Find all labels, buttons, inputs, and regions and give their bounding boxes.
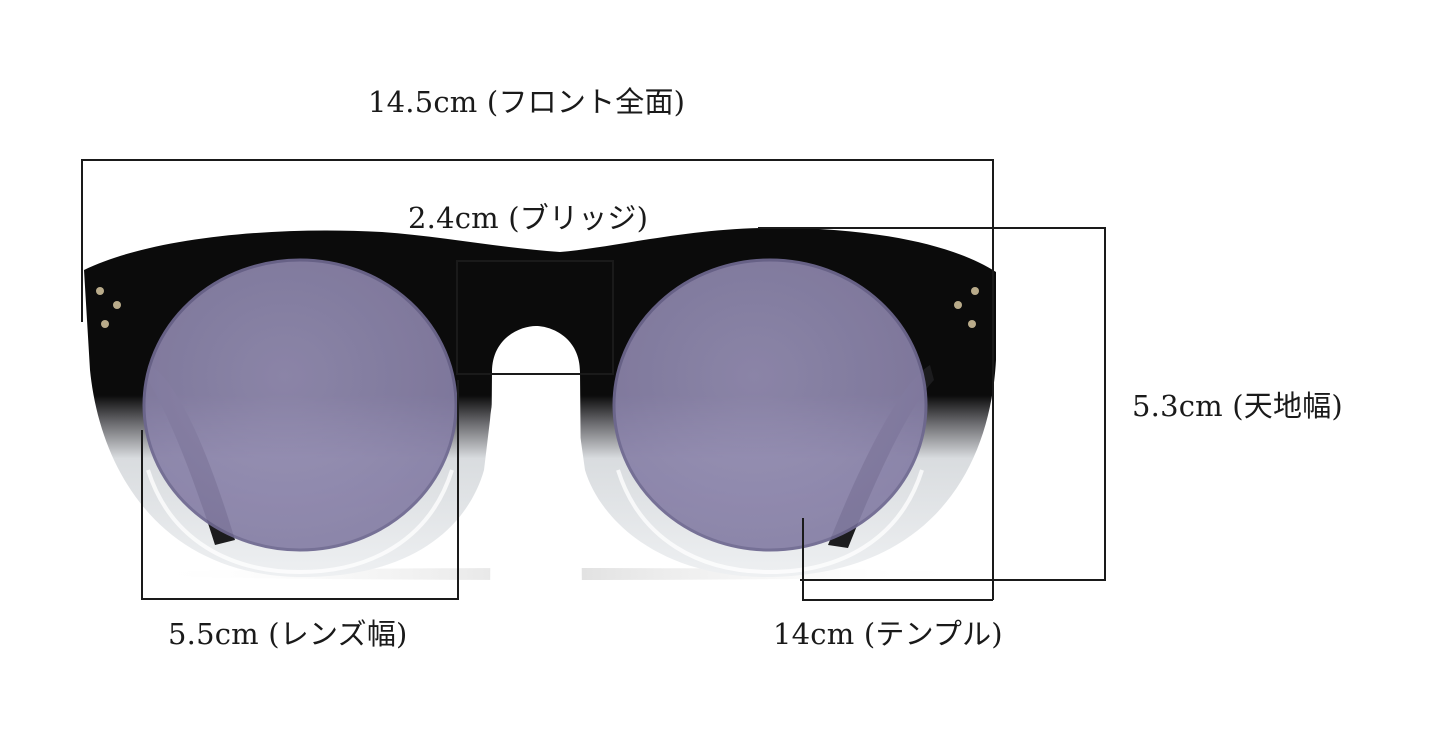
measurement-lines [81, 159, 1106, 601]
lens-width-label: 5.5cm (レンズ幅) [168, 617, 408, 651]
bridge-cutout [490, 326, 582, 600]
temple-label: 14cm (テンプル) [773, 617, 1003, 651]
bridge-box [456, 260, 614, 375]
left-rim-highlight [146, 469, 454, 575]
height-label: 5.3cm (天地幅) [1132, 389, 1343, 423]
front-width-label: 14.5cm (フロント全面) [368, 85, 686, 119]
left-rivets-icon [96, 287, 121, 328]
bridge-label: 2.4cm (ブリッジ) [408, 201, 649, 235]
right-rivets-icon [954, 287, 979, 328]
lens-width-bracket [141, 380, 459, 600]
left-lens [142, 258, 458, 552]
temple-bracket [802, 518, 993, 601]
right-rim-highlight [616, 469, 924, 575]
front-width-bracket [81, 159, 994, 600]
height-bracket [758, 227, 1106, 581]
right-lens [612, 258, 928, 552]
